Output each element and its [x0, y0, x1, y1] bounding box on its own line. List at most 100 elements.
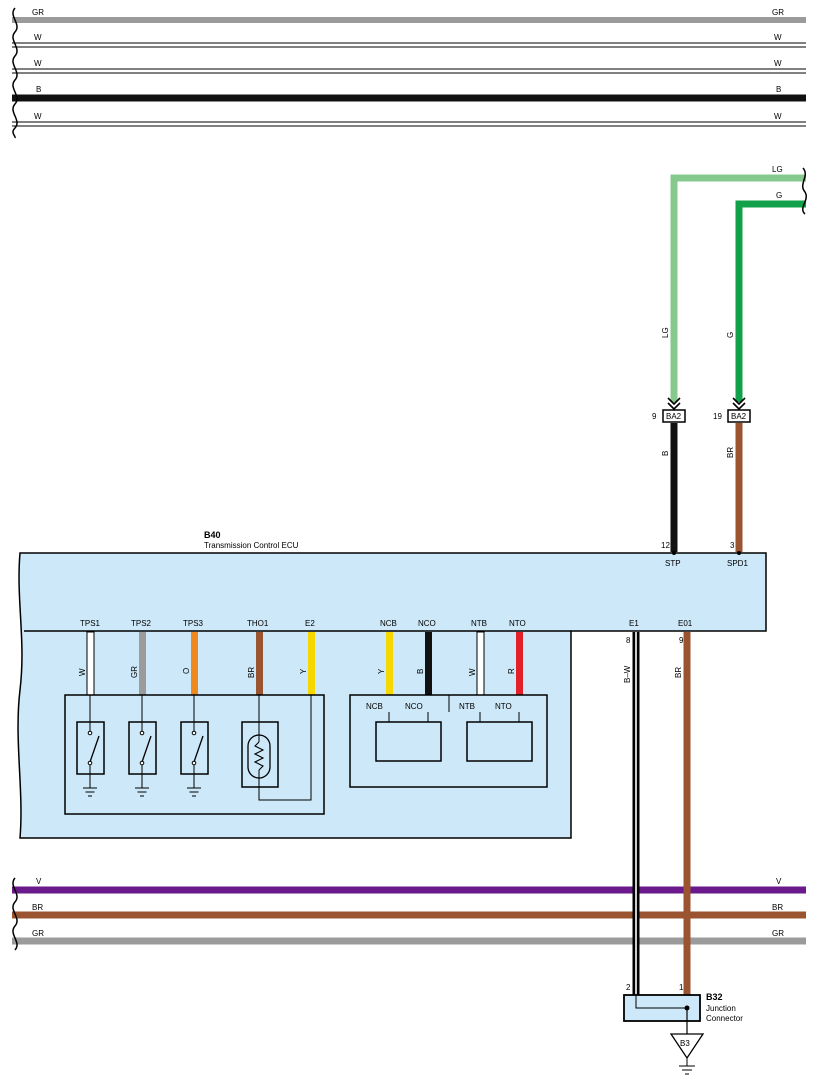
switch-tps3-blade	[193, 735, 204, 763]
wire-tho1-label: BR	[247, 667, 256, 678]
top-bus-wire-gr-label-right: GR	[772, 8, 784, 17]
speed-sensor-label-nto: NTO	[495, 702, 512, 711]
ecu-terminal-tps1: TPS1	[80, 619, 101, 628]
feed-break-right	[801, 167, 807, 215]
switch-tps1-blade	[89, 735, 100, 763]
wire-e2-line	[308, 632, 315, 695]
ecu-code: B40	[204, 530, 221, 540]
wire-tho1: BR	[247, 632, 263, 695]
ecu-spd1-name: SPD1	[727, 559, 748, 568]
ba2-chevron-right-2	[732, 402, 746, 411]
ecu-e01-pin: 9	[679, 636, 684, 645]
switch-tps2-contact-bottom	[139, 760, 145, 766]
wire-nco: B	[416, 632, 432, 695]
bottom-bus-wire-gr-label-right: GR	[772, 929, 784, 938]
bottom-bus-wire-gr: GR GR	[12, 929, 806, 945]
ba2-housing-right	[727, 409, 751, 423]
wire-nto: R	[507, 632, 523, 695]
junction-connector-b32: 2 1 B32 Junction Connector	[623, 983, 743, 1034]
ba2-chevron-right-1	[732, 397, 746, 406]
wire-ba2-stp: B	[661, 423, 678, 552]
ecu-terminal-tps2: TPS2	[131, 619, 152, 628]
feed-wire-g-label-vertical: G	[726, 332, 735, 338]
wire-ncb-line	[386, 632, 393, 695]
wire-tps3-line	[191, 632, 198, 695]
ba2-label-left: BA2	[666, 412, 682, 421]
ba2-chevron-left-1	[667, 397, 681, 406]
switch-tps1-contact-top	[87, 730, 93, 736]
wire-nto-label: R	[507, 668, 516, 674]
ecu-spd1-pin: 3	[730, 541, 735, 550]
junction-pin-1: 1	[679, 983, 684, 992]
switch-tps1-contact-bottom	[87, 760, 93, 766]
switch-tps3-contact-bottom	[191, 760, 197, 766]
speed-sensor-nt-element	[466, 721, 533, 762]
wire-e2-label: Y	[299, 668, 308, 674]
wire-nco-label: B	[416, 669, 425, 674]
top-bus-wire-w-1-label-right: W	[774, 33, 782, 42]
ecu-terminal-e2: E2	[305, 619, 315, 628]
ecu-terminal-tho1: THO1	[247, 619, 269, 628]
wire-tps1-label: W	[78, 668, 87, 676]
ground-point-label: B3	[680, 1039, 690, 1048]
sensor-wires: W GR O BR Y Y B W	[78, 631, 523, 696]
top-bus-wire-b: B B	[12, 85, 806, 102]
wire-tps2-line	[139, 632, 146, 695]
wire-ntb-line	[476, 631, 485, 696]
ba2-pin-19: 19	[713, 412, 722, 421]
thermistor-return-lead	[258, 695, 312, 801]
wire-e1-label: B–W	[623, 665, 632, 683]
wire-tps3-label: O	[182, 668, 191, 674]
ecu-name: Transmission Control ECU	[204, 541, 299, 550]
wire-e01: BR	[674, 632, 691, 995]
switch-tps3-contact-top	[191, 730, 197, 736]
bottom-bus-wire-v-label-right: V	[776, 877, 782, 886]
top-bus-wire-w-1: W W	[12, 33, 806, 48]
wire-tho1-line	[256, 632, 263, 695]
wire-ba2-spd1: BR	[726, 423, 743, 552]
wire-tps2-label: GR	[130, 666, 139, 678]
top-bus-wire-w-1-label-left: W	[34, 33, 42, 42]
thermistor-frame	[241, 721, 279, 788]
switch-tps2-ground-icon	[135, 787, 149, 797]
ecu-e1-pin: 8	[626, 636, 631, 645]
wire-tps3: O	[182, 632, 198, 695]
switch-tps1-ground-icon	[83, 787, 97, 797]
switch-tps2-contact-top	[139, 730, 145, 736]
ecu-terminal-nco: NCO	[418, 619, 436, 628]
top-bus-break-left	[12, 7, 18, 139]
bottom-bus-wire-br-label-right: BR	[772, 903, 783, 912]
wire-e1: B–W	[623, 632, 640, 995]
switch-tps2	[128, 695, 157, 797]
bottom-bus-wire-gr-label-left: GR	[32, 929, 44, 938]
ecu-terminal-e1: E1	[629, 619, 639, 628]
wire-tps2: GR	[130, 632, 146, 695]
top-bus-wire-b-label-left: B	[36, 85, 41, 94]
ecu-terminal-ntb: NTB	[471, 619, 487, 628]
ba2-pin-9: 9	[652, 412, 657, 421]
wire-ntb-label: W	[468, 668, 477, 676]
ba2-housing-left	[662, 409, 686, 423]
feed-wire-g-line	[735, 200, 806, 402]
bottom-bus-wire-br-label-left: BR	[32, 903, 43, 912]
bottom-bus-wire-v: V V	[12, 877, 806, 894]
wire-nco-line	[425, 632, 432, 695]
ground-symbol-icon	[679, 1065, 695, 1075]
speed-sensor-nc-element	[375, 721, 442, 762]
top-bus-wire-b-label-right: B	[776, 85, 781, 94]
feed-wire-lg-label-top: LG	[772, 165, 783, 174]
ecu-stp-name: STP	[665, 559, 681, 568]
speed-sensor-label-nco: NCO	[405, 702, 423, 711]
junction-name-line1: Junction	[706, 1004, 736, 1013]
wire-ncb: Y	[377, 632, 393, 695]
ecu-terminal-ncb: NCB	[380, 619, 397, 628]
ground-point-triangle	[669, 1033, 705, 1060]
speed-sensor-label-ncb: NCB	[366, 702, 383, 711]
wire-ba2-stp-label: B	[661, 451, 670, 456]
ba2-chevron-left-2	[667, 402, 681, 411]
wire-e01-label: BR	[674, 667, 683, 678]
ecu-terminal-tps3: TPS3	[183, 619, 204, 628]
switch-tps2-blade	[141, 735, 152, 763]
wire-tps1-line	[86, 631, 95, 696]
feed-wire-lg-line	[670, 174, 806, 402]
